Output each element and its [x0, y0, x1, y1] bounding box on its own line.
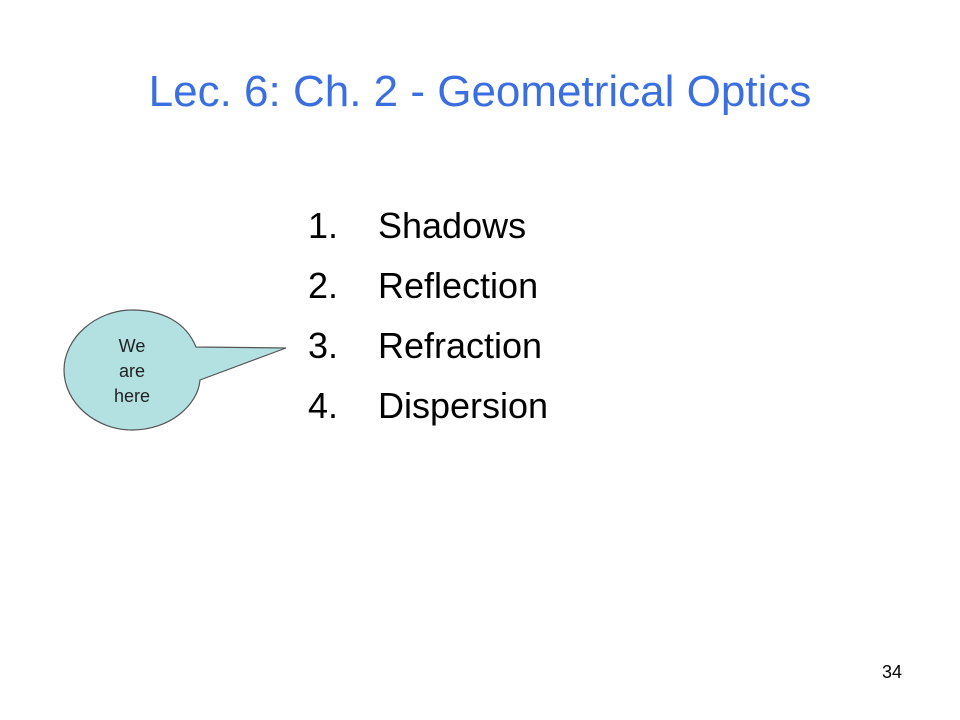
callout-bubble-shape — [63, 309, 287, 431]
topic-list: 1. Shadows 2. Reflection 3. Refraction 4. Di… — [300, 196, 548, 436]
slide-title: Lec. 6: Ch. 2 - Geometrical Optics — [148, 67, 812, 116]
list-item-label: Dispersion — [378, 385, 549, 426]
list-item-label: Refraction — [378, 325, 543, 366]
list-item-number: 3. — [308, 325, 339, 366]
callout-line: are — [118, 361, 145, 381]
page-number: 34 — [881, 662, 902, 682]
list-item: 1. Shadows — [300, 196, 548, 256]
list-item-label: Reflection — [378, 265, 539, 306]
list-item: 2. Reflection — [300, 256, 548, 316]
list-item-number: 4. — [308, 385, 339, 426]
callout-text: We are here — [64, 334, 200, 409]
list-item-number: 2. — [308, 265, 339, 306]
list-item: 4. Dispersion — [300, 376, 548, 436]
callout-line: here — [113, 386, 151, 406]
callout-line: We — [118, 336, 146, 356]
list-item-number: 1. — [308, 205, 339, 246]
list-item: 3. Refraction — [300, 316, 548, 376]
list-item-label: Shadows — [378, 205, 527, 246]
